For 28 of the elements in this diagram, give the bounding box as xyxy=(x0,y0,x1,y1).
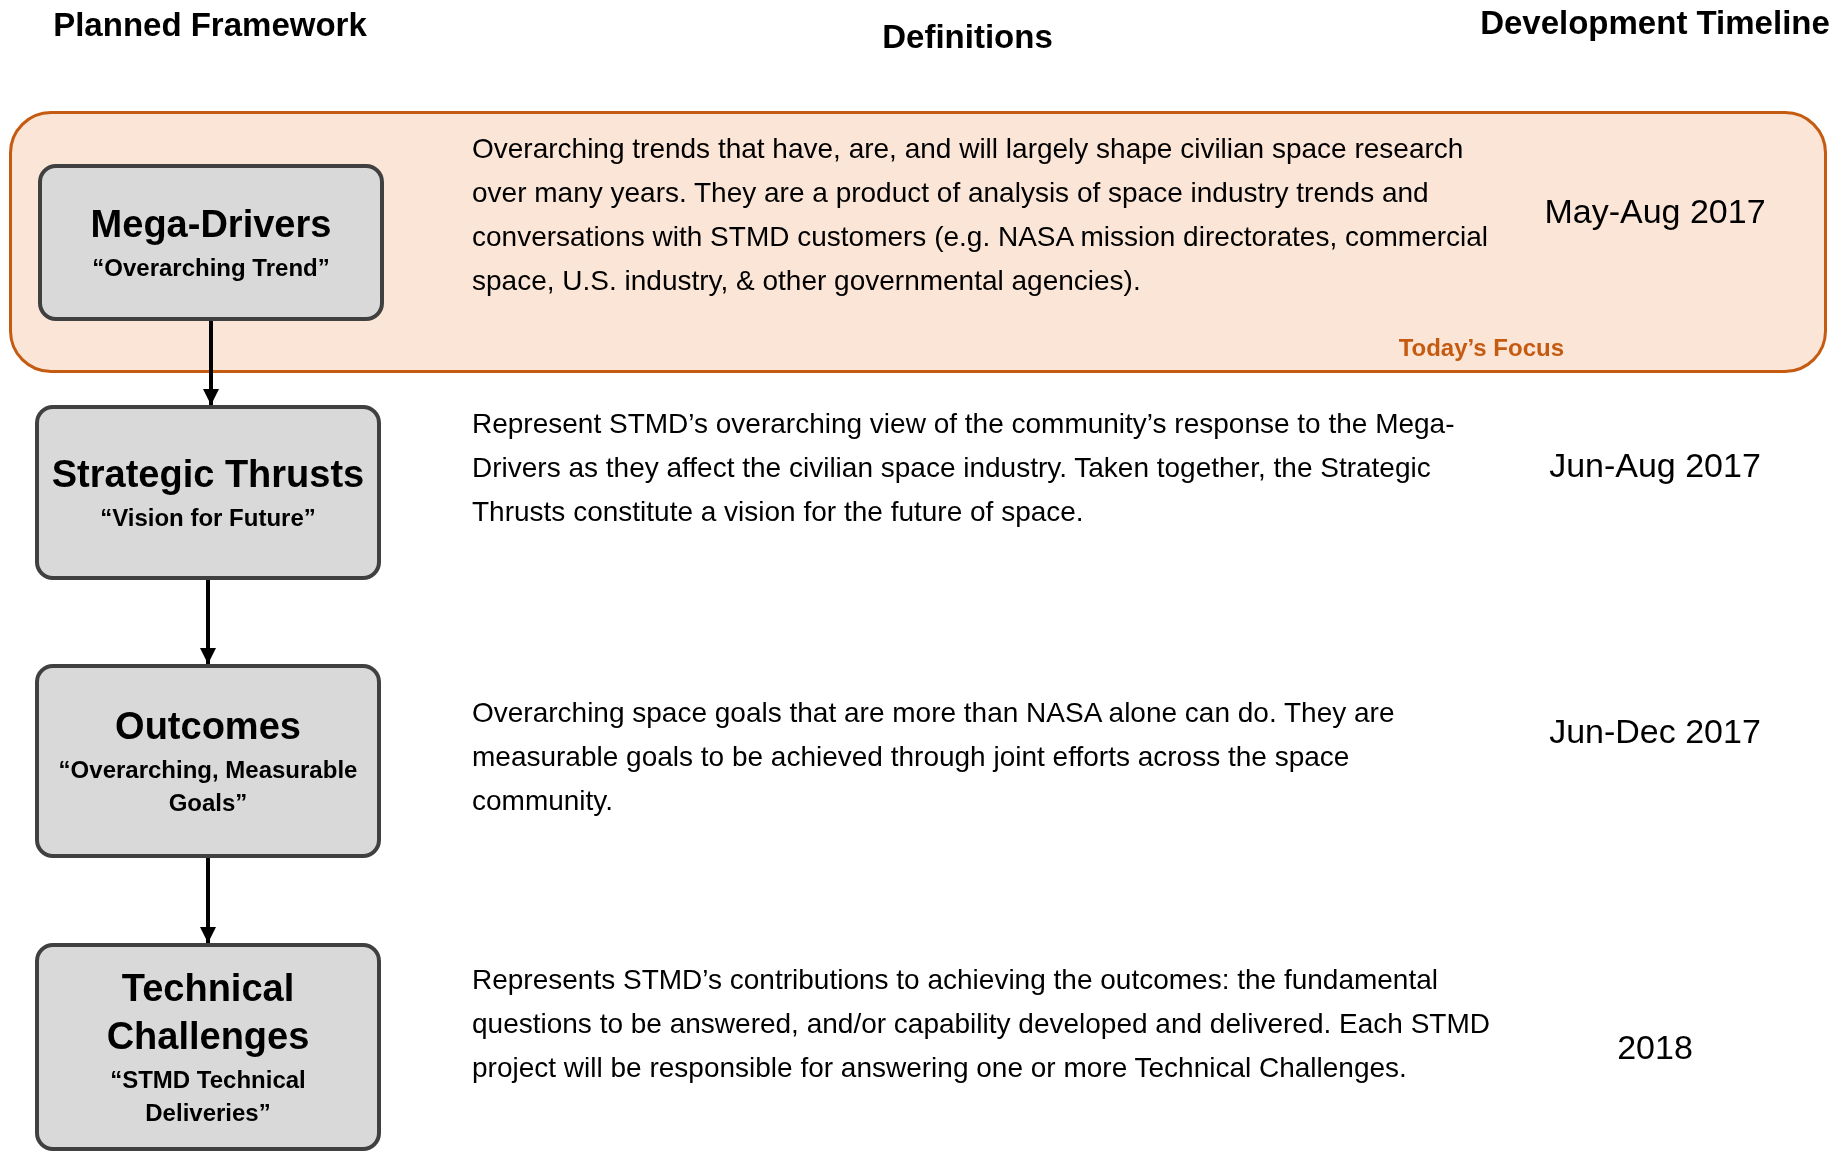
box-title: Strategic Thrusts xyxy=(51,451,365,497)
timeline-date: May-Aug 2017 xyxy=(1543,191,1767,232)
framework-box xyxy=(35,664,381,858)
definition-text: Overarching space goals that are more than NASA alone can do. They are measurable goals to be achieved through joint efforts across the space community. xyxy=(472,696,1396,818)
timeline-date: 2018 xyxy=(1616,1027,1694,1068)
timeline-date: Jun-Aug 2017 xyxy=(1548,445,1762,486)
column-heading: Planned Framework xyxy=(52,5,368,45)
timeline-date: Jun-Dec 2017 xyxy=(1548,711,1762,752)
framework-box xyxy=(35,943,381,1151)
box-subtitle: “Vision for Future” xyxy=(100,503,316,534)
box-title: Mega-Drivers xyxy=(90,201,332,247)
focus-band xyxy=(9,111,1827,373)
column-heading: Development Timeline xyxy=(1480,3,1830,43)
definition-text: Represents STMD’s contributions to achieving the outcomes: the fundamental questions to be answered, and/or capability developed and delivered. Each STMD project will be responsible for answering one or more Technical Challenges. xyxy=(472,963,1491,1085)
box-title: Technical Challenges xyxy=(105,966,311,1059)
arrow xyxy=(200,858,216,943)
box-title: Outcomes xyxy=(115,703,301,749)
arrow xyxy=(200,580,216,664)
column-heading: Definitions xyxy=(881,17,1054,57)
definition-text: Represent STMD’s overarching view of the community’s response to the Mega-Drivers as they affect the civilian space industry. Taken together, the Strategic Thrusts constitute a vision for the future of space. xyxy=(472,407,1456,529)
arrow xyxy=(203,321,219,405)
framework-box xyxy=(38,164,384,321)
box-subtitle: “STMD Technical Deliveries” xyxy=(109,1065,307,1128)
framework-box xyxy=(35,405,381,580)
box-subtitle: “Overarching, Measurable Goals” xyxy=(57,755,359,818)
box-subtitle: “Overarching Trend” xyxy=(92,253,330,284)
definition-text: Overarching trends that have, are, and will largely shape civilian space research over many years. They are a product of analysis of space industry trends and conversations with STMD customers (e.g. NASA mission directorates, commercial space, U.S. industry, & other governmental agencies). xyxy=(472,132,1490,298)
focus-label: Today’s Focus xyxy=(1398,334,1564,362)
